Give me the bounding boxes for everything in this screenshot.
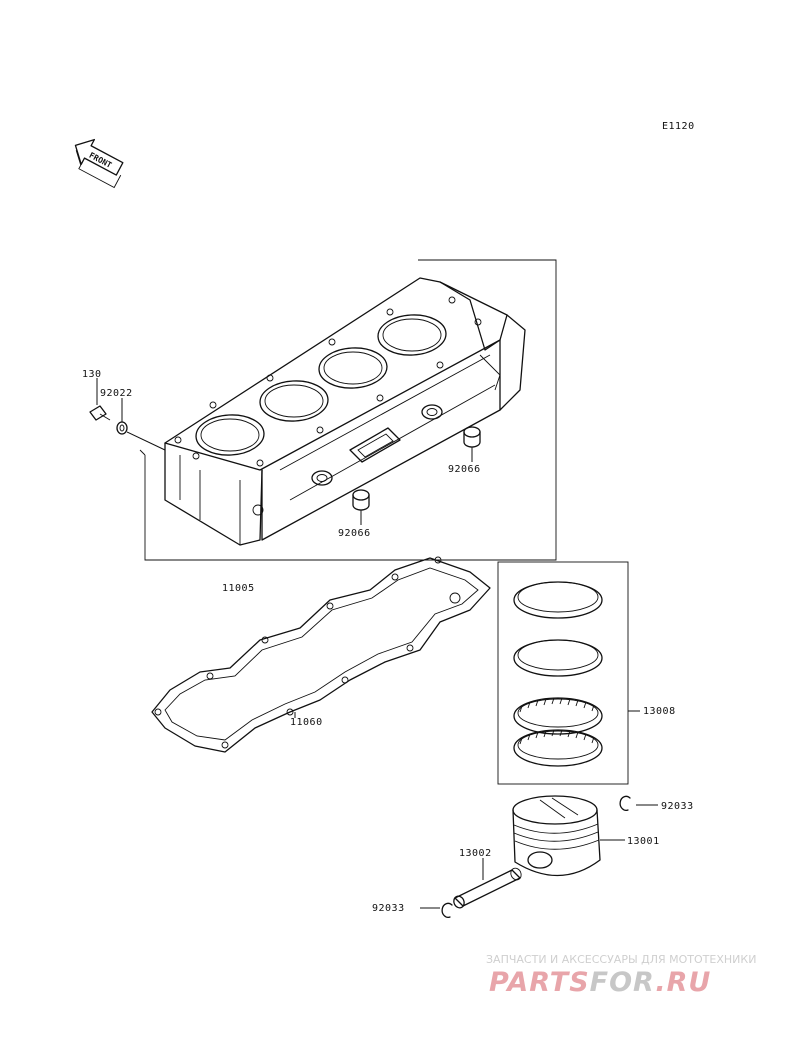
label-dowel-lower: 92066 bbox=[338, 528, 371, 539]
cylinder-bracket bbox=[144, 259, 557, 561]
ring-set-icon bbox=[513, 581, 603, 767]
watermark-brand: PARTSFOR.RU bbox=[489, 967, 711, 998]
piston-pin-icon bbox=[453, 867, 522, 909]
dowel-lower-icon bbox=[352, 489, 370, 511]
front-arrow-icon: FRONT bbox=[74, 138, 124, 189]
washer-icon bbox=[116, 421, 128, 435]
watermark-tagline: ЗАПЧАСТИ И АКСЕССУАРЫ ДЛЯ МОТОТЕХНИКИ bbox=[486, 953, 756, 966]
label-piston: 13001 bbox=[627, 836, 660, 847]
base-gasket-icon bbox=[151, 556, 491, 753]
label-base-gasket: 11060 bbox=[290, 717, 323, 728]
watermark-brand-for: FOR bbox=[590, 967, 656, 998]
label-circlip-lower: 92033 bbox=[372, 903, 405, 914]
dowel-upper-icon bbox=[463, 426, 481, 448]
diagram-code: E1120 bbox=[662, 121, 695, 132]
watermark-brand-ru: .RU bbox=[655, 967, 711, 998]
circlip-lower-icon bbox=[441, 902, 453, 918]
circlip-upper-icon bbox=[619, 795, 631, 811]
piston-icon bbox=[512, 795, 601, 877]
cylinder-block bbox=[164, 277, 526, 546]
label-piston-pin: 13002 bbox=[459, 848, 492, 859]
bolt-icon bbox=[89, 405, 111, 421]
label-circlip-upper: 92033 bbox=[661, 801, 694, 812]
label-ring-set: 13008 bbox=[643, 706, 676, 717]
ring-set-box bbox=[497, 561, 629, 785]
label-washer: 92022 bbox=[100, 388, 133, 399]
label-bolt: 130 bbox=[82, 369, 102, 380]
label-cylinder: 11005 bbox=[222, 583, 255, 594]
watermark-brand-parts: PARTS bbox=[489, 967, 590, 998]
label-dowel-upper: 92066 bbox=[448, 464, 481, 475]
